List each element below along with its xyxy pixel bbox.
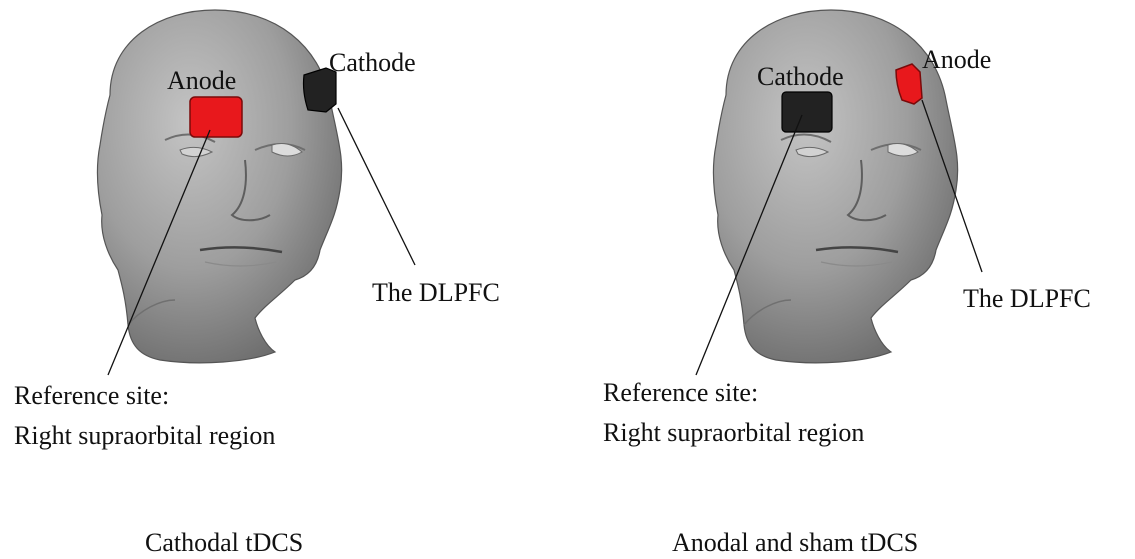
dlpfc-label-left: The DLPFC [372,278,500,309]
dlpfc-label-right: The DLPFC [963,284,1091,315]
anode-label-right: Anode [922,45,991,76]
caption-left: Cathodal tDCS [145,528,303,559]
reference-label-right-line1: Reference site: [603,378,758,409]
reference-label-right-line2: Right supraorbital region [603,418,864,449]
cathode-electrode-right [782,92,832,132]
cathode-label-left: Cathode [329,48,416,79]
reference-label-left-line2: Right supraorbital region [14,421,275,452]
reference-label-left-line1: Reference site: [14,381,169,412]
dlpfc-leader-line-left [338,108,415,265]
anode-label-left: Anode [167,66,236,97]
anode-electrode-left [190,97,242,137]
caption-right: Anodal and sham tDCS [672,528,918,559]
head-model-left [97,10,341,363]
cathode-label-right: Cathode [757,62,844,93]
